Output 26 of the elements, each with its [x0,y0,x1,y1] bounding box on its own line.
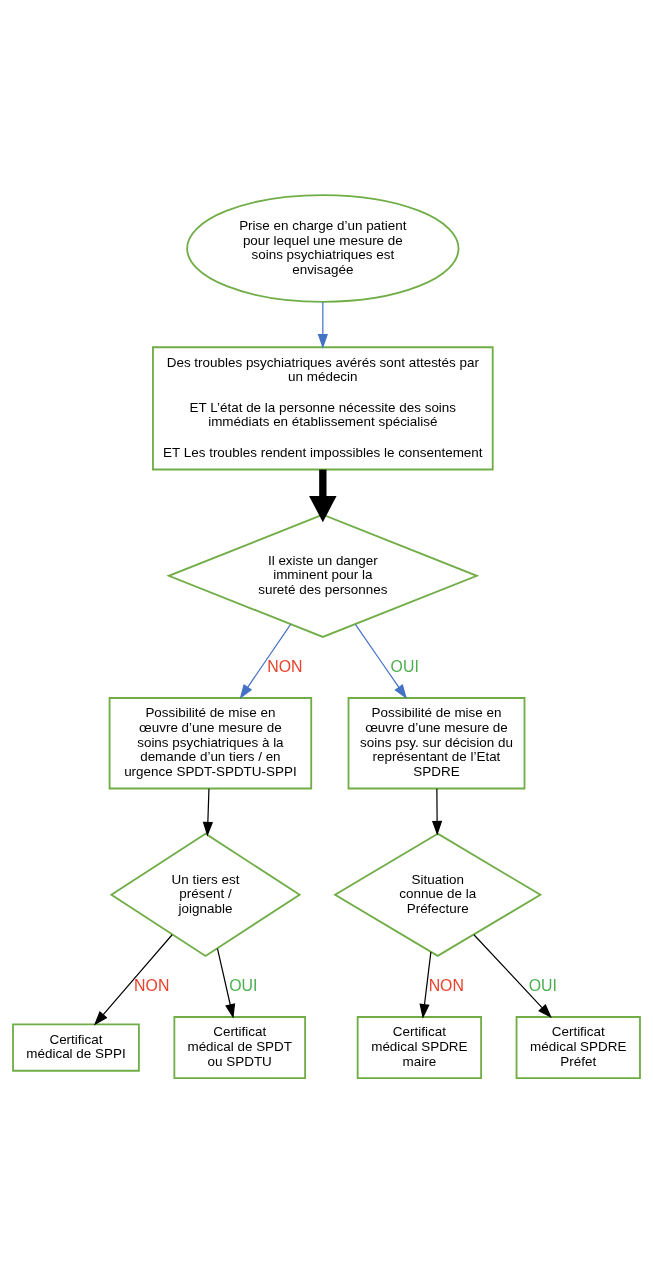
arrow [317,301,328,349]
node-box: Certificat médical de SPPI [12,1022,140,1072]
arrow [354,623,407,699]
node-box: Possibilité de mise en œuvre d’une mesure de soins psy. sur décision du représentant de l’Etat SPDRE [347,696,526,789]
node-ellipse: Prise en charge d’un patient pour lequel une mesure de soins psychiatriques est envisagée [186,193,460,303]
edge-label: OUI [528,976,557,994]
node-diamond: Situation connue de la Préfecture [333,832,543,957]
node-diamond: Un tiers est présent / joignable [109,832,302,957]
node-box: Certificat médical SPDRE Préfet [515,1015,641,1079]
arrow [473,933,552,1018]
node-box: Certificat médical SPDRE maire [356,1015,482,1079]
edge-label: NON [134,976,170,994]
node-diamond: Il existe un danger imminent pour la sureté des personnes [166,513,480,638]
edge-label: OUI [229,976,258,994]
node-box: Possibilité de mise en œuvre d’une mesure de soins psychiatriques à la demande d’un tiers / en urgence SPDT-SPDTU-SPPI [108,696,313,789]
arrow [419,950,432,1019]
edge-label: NON [267,657,303,675]
arrow [432,787,443,835]
edge-label: OUI [390,657,419,675]
arrow [216,947,236,1019]
arrow [202,787,213,837]
arrow [93,933,173,1025]
edge-label: NON [428,976,464,994]
node-box: Des troubles psychiatriques avérés sont attestés par un médecin ET L’état de la personne nécessite des soins immédiats en établissement spécialisé ET Les troubles rendent impossibles le consentement [152,345,494,470]
arrow [239,623,292,699]
node-box: Certificat médical de SPDT ou SPDTU [173,1015,307,1079]
